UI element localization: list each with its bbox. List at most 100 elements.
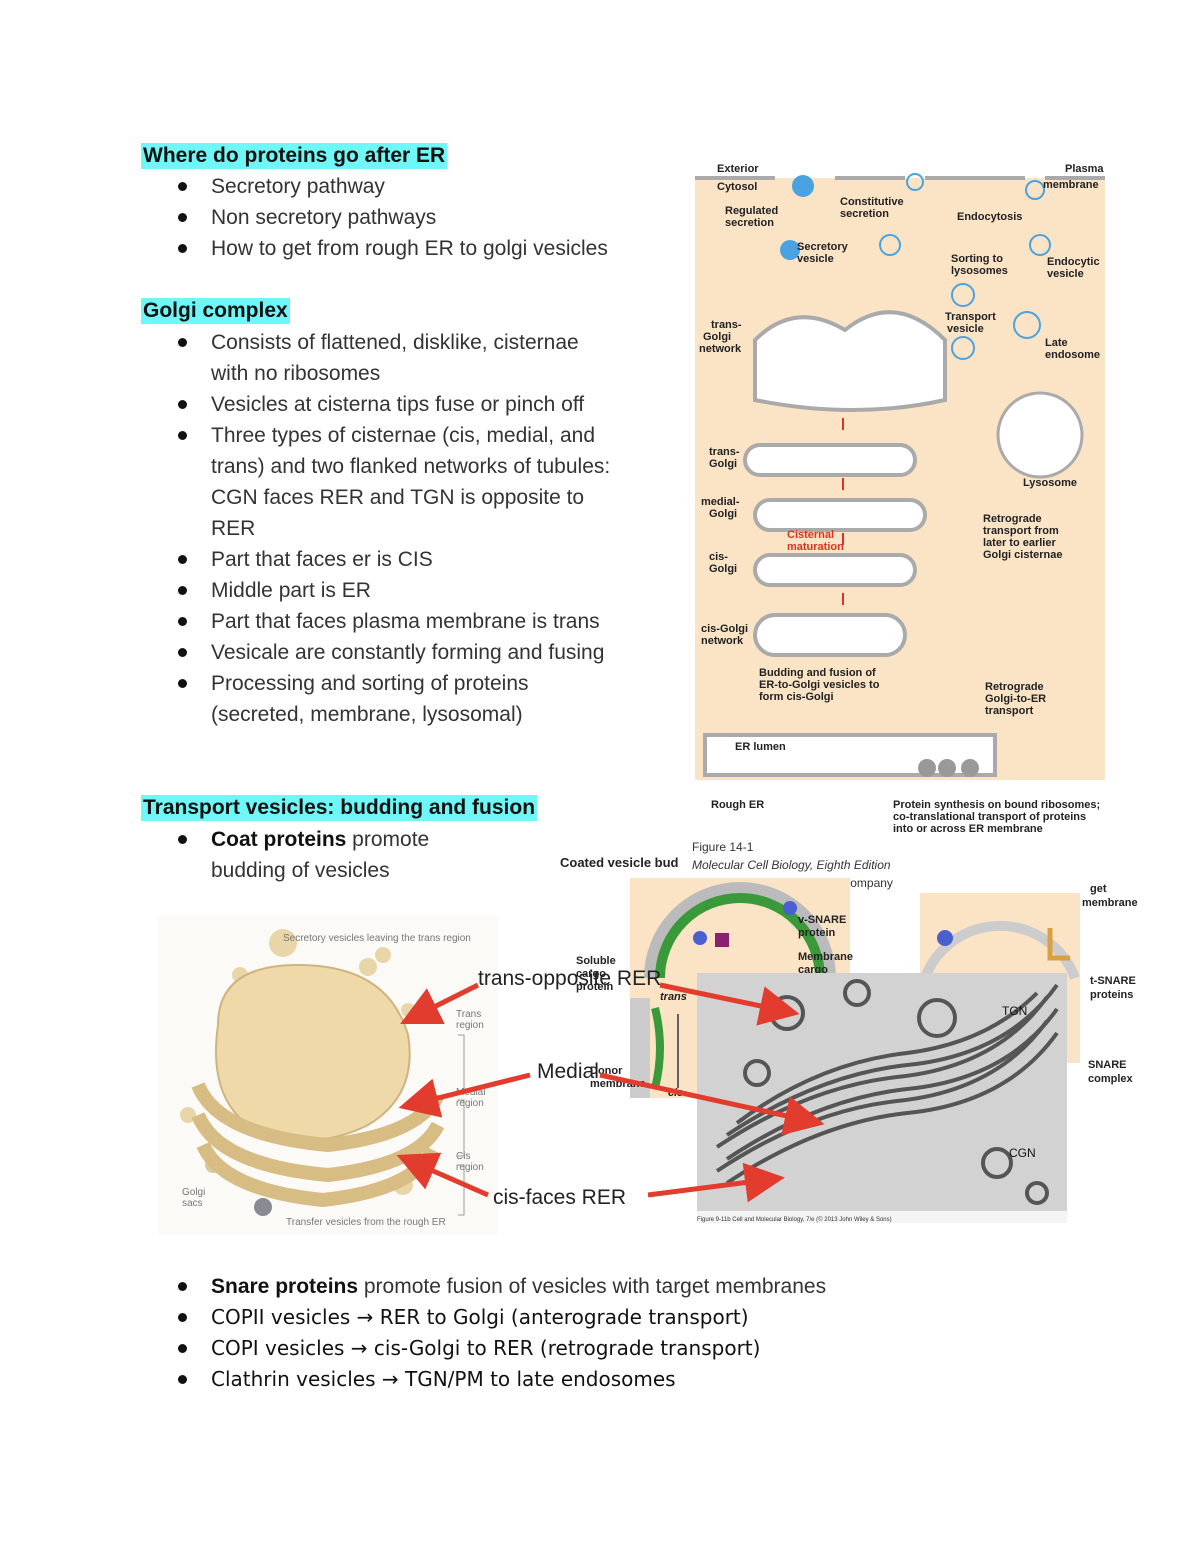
label-late: Late xyxy=(1045,337,1068,349)
label-step6: Constitutive xyxy=(840,196,904,208)
label-trans-arrow: trans xyxy=(660,991,687,1003)
annotation-trans: trans-opposite RER xyxy=(478,967,661,990)
figure-book: Molecular Cell Biology, Eighth Edition xyxy=(692,858,891,872)
label-secretory-vesicles: Secretory vesicles leaving the trans reg… xyxy=(283,933,471,944)
label-step2: Budding and fusion of xyxy=(759,667,876,679)
label-trans-golgi-network3: network xyxy=(699,343,742,355)
label-target2: membrane xyxy=(1082,897,1138,909)
label-step5: Retrograde xyxy=(983,513,1042,525)
list-item: Clathrin vesicles → TGN/PM to late endos… xyxy=(178,1364,826,1395)
label-trans-region2: region xyxy=(456,1020,484,1031)
list-item: Vesicles at cisterna tips fuse or pinch … xyxy=(178,389,610,420)
golgi-bullet-list: Consists of flattened, disklike, cistern… xyxy=(178,327,610,730)
label-cisternal: Cisternal xyxy=(787,529,834,541)
label-golgi-sacs2: sacs xyxy=(182,1198,203,1209)
label-step9: Endocytosis xyxy=(957,211,1022,223)
list-item: Part that faces plasma membrane is trans xyxy=(178,606,610,637)
label-vesicle: vesicle xyxy=(797,253,834,265)
label-step2b: ER-to-Golgi vesicles to xyxy=(759,679,880,691)
label-er-lumen: ER lumen xyxy=(735,741,786,753)
label-membrane-cargo: Membrane xyxy=(798,951,853,963)
label-v-snare-protein: protein xyxy=(798,927,836,939)
label-cis-network2: network xyxy=(701,635,744,647)
list-item: Three types of cisternae (cis, medial, a… xyxy=(178,420,610,544)
label-medial: medial- xyxy=(701,496,740,508)
arrow-cis-left xyxy=(396,1152,490,1198)
arrow-trans-right xyxy=(659,982,800,1026)
label-exterior: Exterior xyxy=(717,163,759,175)
label-step8b: lysosomes xyxy=(951,265,1008,277)
label-lysosome: Lysosome xyxy=(1023,477,1077,489)
label-step5d: Golgi cisternae xyxy=(983,549,1062,561)
label-transport-vesicle2: vesicle xyxy=(947,323,984,335)
label-v-snare: v-SNARE xyxy=(798,914,846,926)
annotation-cis: cis-faces RER xyxy=(493,1186,626,1209)
label-transport-vesicle: Transport xyxy=(945,311,996,323)
label-step1: Protein synthesis on bound ribosomes; xyxy=(893,799,1100,811)
annotation-medial: Medial xyxy=(537,1060,599,1083)
label-step2c: form cis-Golgi xyxy=(759,691,834,703)
list-item: COPI vesicles → cis-Golgi to RER (retrog… xyxy=(178,1333,826,1364)
section-heading-er: Where do proteins go after ER xyxy=(141,143,448,169)
label-medial-region2: region xyxy=(456,1098,484,1109)
label-step3b: Golgi-to-ER xyxy=(985,693,1046,705)
label-medial2: Golgi xyxy=(709,508,737,520)
label-donor: Donor xyxy=(590,1065,623,1077)
label-cis2: Golgi xyxy=(709,563,737,575)
list-item: How to get from rough ER to golgi vesicl… xyxy=(178,233,608,264)
label-step5b: transport from xyxy=(983,525,1059,537)
list-item: COPII vesicles → RER to Golgi (anterogra… xyxy=(178,1302,826,1333)
label-endocytic: Endocytic xyxy=(1047,256,1100,268)
label-step1b: co-translational transport of proteins xyxy=(893,811,1086,823)
list-item: Vesicale are constantly forming and fusi… xyxy=(178,637,610,668)
label-soluble3: protein xyxy=(576,981,614,993)
label-snare-complex: complex xyxy=(1088,1073,1134,1085)
list-item: Secretory pathway xyxy=(178,171,608,202)
label-snare: SNARE xyxy=(1088,1059,1127,1071)
label-rough-er: Rough ER xyxy=(711,799,764,811)
label-trans2: Golgi xyxy=(709,458,737,470)
label-plasma: Plasma xyxy=(1065,163,1104,175)
arrow-cis-right xyxy=(647,1162,785,1203)
snare-bullet-list: Snare proteins promote fusion of vesicle… xyxy=(178,1271,826,1395)
label-secretory: Secretory xyxy=(797,241,849,253)
er-bullet-list: Secretory pathway Non secretory pathways… xyxy=(178,171,608,264)
micrograph-credit: Figure 9-11b Cell and Molecular Biology,… xyxy=(697,1216,892,1223)
list-item: Snare proteins promote fusion of vesicle… xyxy=(178,1271,826,1302)
label-step7b: secretion xyxy=(725,217,774,229)
arrow-medial-right xyxy=(599,1072,825,1136)
label-t-snare: t-SNARE xyxy=(1090,975,1136,987)
list-item: Part that faces er is CIS xyxy=(178,544,610,575)
label-tgn: TGN xyxy=(1002,1004,1027,1018)
label-cytosol: Cytosol xyxy=(717,181,757,193)
section-heading-transport: Transport vesicles: budding and fusion xyxy=(141,795,538,821)
label-step8: Sorting to xyxy=(951,253,1003,265)
label-step6b: secretion xyxy=(840,208,889,220)
label-endosome: endosome xyxy=(1045,349,1100,361)
list-item: Consists of flattened, disklike, cistern… xyxy=(178,327,610,389)
label-step5c: later to earlier xyxy=(983,537,1056,549)
list-item: Middle part is ER xyxy=(178,575,610,606)
figure-title: Figure 14-1 xyxy=(692,840,754,854)
label-cgn: CGN xyxy=(1009,1146,1036,1160)
label-cis-network: cis-Golgi xyxy=(701,623,748,635)
label-endocytic2: vesicle xyxy=(1047,268,1084,280)
label-trans: trans- xyxy=(709,446,740,458)
label-cis-region2: region xyxy=(456,1162,484,1173)
label-step3c: transport xyxy=(985,705,1034,717)
label-soluble: Soluble xyxy=(576,955,616,967)
label-trans-golgi-network: trans- xyxy=(711,319,742,331)
golgi-pathway-diagram: Exterior Plasma membrane Cytosol Regulat… xyxy=(695,160,1105,832)
label-cisternal2: maturation xyxy=(787,541,844,553)
label-trans-region: Trans xyxy=(456,1009,481,1020)
list-item: Non secretory pathways xyxy=(178,202,608,233)
label-coated-vesicle: Coated vesicle bud xyxy=(560,855,679,870)
label-cis-region: Cis xyxy=(456,1151,470,1162)
label-membrane: membrane xyxy=(1043,179,1099,191)
label-trans-golgi-network2: Golgi xyxy=(703,331,731,343)
label-step1c: into or across ER membrane xyxy=(893,823,1043,832)
arrow-trans-left xyxy=(400,982,480,1024)
